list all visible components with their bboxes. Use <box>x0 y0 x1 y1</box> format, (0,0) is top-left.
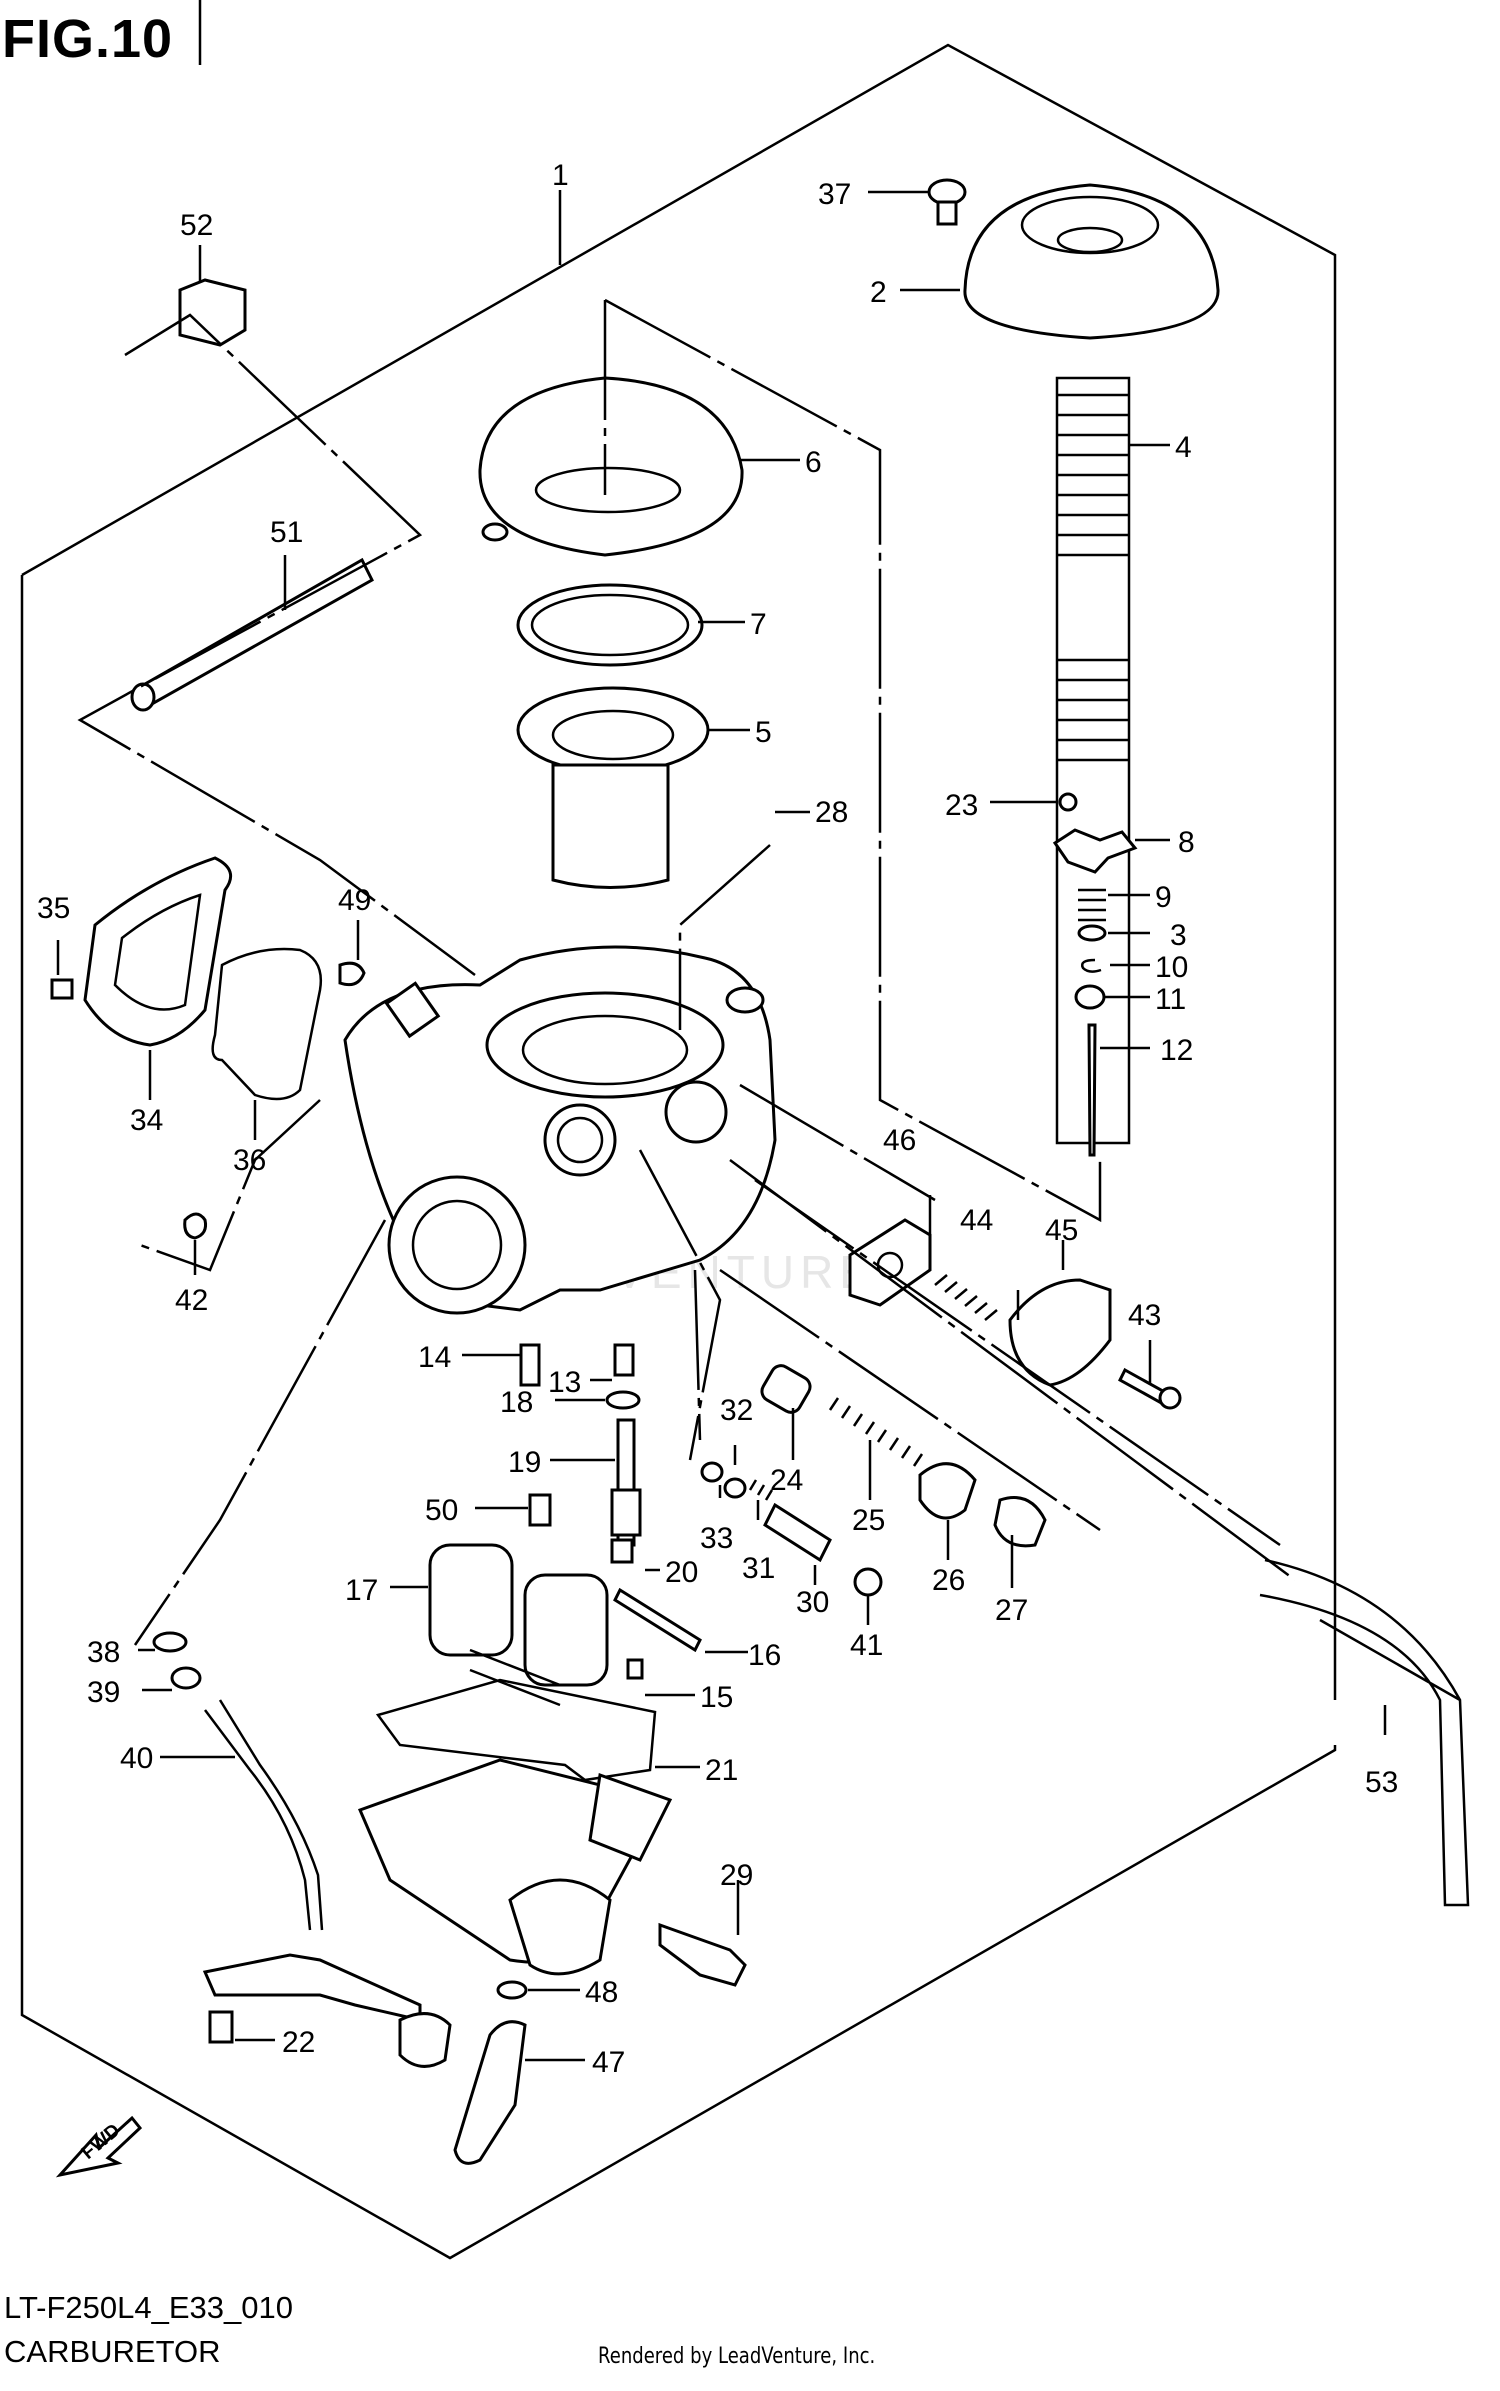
callout-48: 48 <box>585 1976 618 2009</box>
callout-39: 39 <box>87 1676 120 1709</box>
callout-16: 16 <box>748 1639 781 1672</box>
render-credit: Rendered by LeadVenture, Inc. <box>598 2344 876 2369</box>
callout-26: 26 <box>932 1564 965 1597</box>
figure-title: FIG.10 <box>2 9 174 69</box>
jet-set <box>519 1343 702 1680</box>
fwd-arrow-icon: FWD <box>55 2115 143 2178</box>
callout-11: 11 <box>1155 983 1186 1016</box>
callout-30: 30 <box>796 1586 829 1619</box>
screw-35 <box>50 978 74 1000</box>
callout-8: 8 <box>1178 826 1195 859</box>
nipple-49 <box>338 961 366 987</box>
callout-24: 24 <box>770 1464 803 1497</box>
accelerator-pump <box>848 1218 1182 1410</box>
callout-21: 21 <box>705 1754 738 1787</box>
clamp-42 <box>183 1212 207 1240</box>
drain-o-ring <box>496 1980 528 2000</box>
callout-22: 22 <box>282 2026 315 2059</box>
callout-18: 18 <box>500 1386 533 1419</box>
callout-10: 10 <box>1155 951 1188 984</box>
callout-17: 17 <box>345 1574 378 1607</box>
callout-23: 23 <box>945 789 978 822</box>
callout-29: 29 <box>720 1859 753 1892</box>
carburetor-body <box>343 945 777 1315</box>
callout-44: 44 <box>960 1204 993 1237</box>
callout-6: 6 <box>805 446 822 479</box>
callout-25: 25 <box>852 1504 885 1537</box>
callout-37: 37 <box>818 178 851 211</box>
callout-15: 15 <box>700 1681 733 1714</box>
vent-hose-51 <box>130 557 374 712</box>
drain-hose-53 <box>1259 1558 1470 1907</box>
callout-46: 46 <box>883 1124 916 1157</box>
callout-31: 31 <box>742 1552 775 1585</box>
starter-plunger <box>760 1364 1047 1548</box>
callout-12: 12 <box>1160 1034 1193 1067</box>
top-cap <box>963 183 1220 340</box>
callout-27: 27 <box>995 1594 1028 1627</box>
leader-lines <box>56 0 1387 2062</box>
callout-3: 3 <box>1170 919 1187 952</box>
diagram-code: LT-F250L4_E33_010 <box>4 2290 293 2325</box>
callout-9: 9 <box>1155 881 1172 914</box>
throttle-cable <box>152 1631 324 1931</box>
diaphragm <box>478 376 744 557</box>
callout-38: 38 <box>87 1636 120 1669</box>
vacuum-piston <box>516 686 710 889</box>
construction-lines <box>77 298 1296 1646</box>
callout-32: 32 <box>720 1394 753 1427</box>
callout-41: 41 <box>850 1629 883 1662</box>
callout-28: 28 <box>815 796 848 829</box>
drain-tube <box>453 2020 527 2165</box>
cap-screw <box>927 178 967 226</box>
callout-7: 7 <box>750 608 767 641</box>
callout-34: 34 <box>130 1104 163 1137</box>
callout-33: 33 <box>700 1522 733 1555</box>
callout-1: 1 <box>552 159 569 192</box>
diaphragm-ring <box>516 583 704 667</box>
callout-20: 20 <box>665 1556 698 1589</box>
assembly-boundary <box>20 43 1337 2260</box>
callout-50: 50 <box>425 1494 458 1527</box>
needle-set <box>1052 792 1138 1157</box>
drain-screw <box>658 1922 747 1987</box>
callout-35: 35 <box>37 892 70 925</box>
float-bowl <box>357 1678 673 1976</box>
pilot-screw-set <box>700 1461 883 1597</box>
callout-5: 5 <box>755 716 772 749</box>
callout-2: 2 <box>870 276 887 309</box>
callout-47: 47 <box>592 2046 625 2079</box>
callout-42: 42 <box>175 1284 208 1317</box>
callout-numbers: 1234567891011121314151617181920212223242… <box>37 159 1398 2079</box>
callout-4: 4 <box>1175 431 1192 464</box>
callout-13: 13 <box>548 1366 581 1399</box>
callout-52: 52 <box>180 209 213 242</box>
callout-49: 49 <box>338 884 371 917</box>
clip-52 <box>178 278 247 347</box>
callout-51: 51 <box>270 516 303 549</box>
callout-36: 36 <box>233 1144 266 1177</box>
cable-bracket <box>202 1953 452 2068</box>
callout-19: 19 <box>508 1446 541 1479</box>
callout-43: 43 <box>1128 1299 1161 1332</box>
callout-53: 53 <box>1365 1766 1398 1799</box>
insulator-gasket <box>83 856 233 1047</box>
callout-45: 45 <box>1045 1214 1078 1247</box>
float <box>428 1543 609 1707</box>
callout-40: 40 <box>120 1742 153 1775</box>
diagram-name: CARBURETOR <box>4 2334 221 2369</box>
o-ring <box>211 947 323 1101</box>
callout-14: 14 <box>418 1341 451 1374</box>
